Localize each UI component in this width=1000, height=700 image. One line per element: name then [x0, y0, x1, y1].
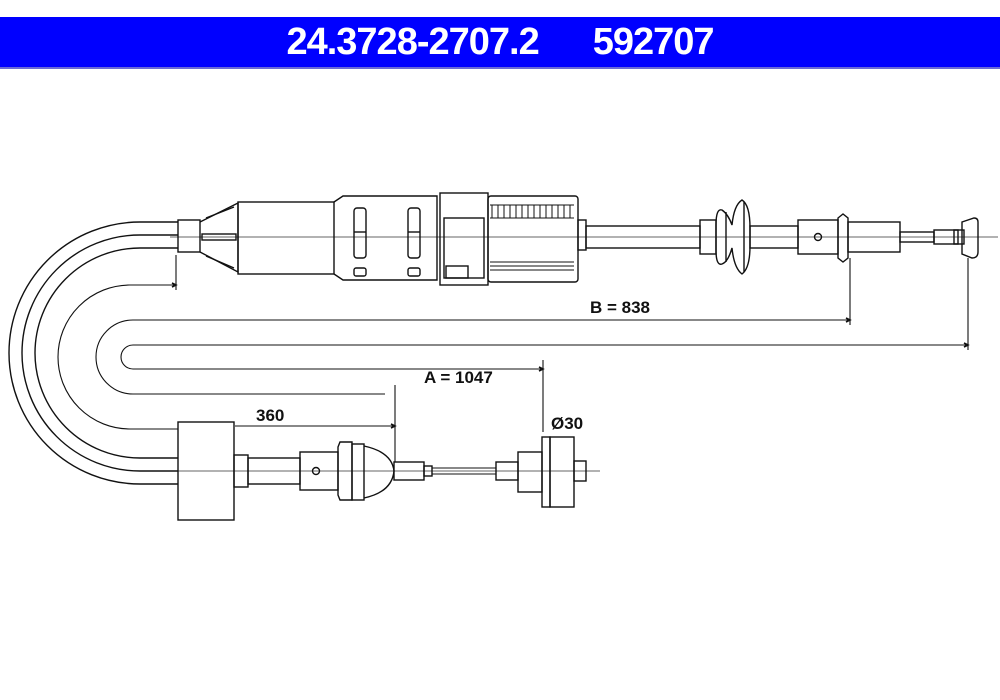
cable-sheath	[8, 221, 178, 485]
reference-number: 592707	[592, 20, 715, 63]
lower-assembly	[177, 421, 587, 521]
dimension-a-label: A = 1047	[424, 368, 493, 387]
dimension-lines	[57, 255, 970, 462]
dimension-360-label: 360	[256, 406, 284, 425]
part-number: 24.3728-2707.2	[286, 20, 539, 63]
adjuster-housing	[177, 192, 587, 286]
upper-inner-cable	[585, 199, 979, 275]
diameter-label: Ø30	[551, 414, 583, 433]
dimension-b-label: B = 838	[590, 298, 650, 317]
centre-lines	[170, 236, 998, 472]
title-bar: 24.3728-2707.2 592707	[0, 17, 1000, 69]
